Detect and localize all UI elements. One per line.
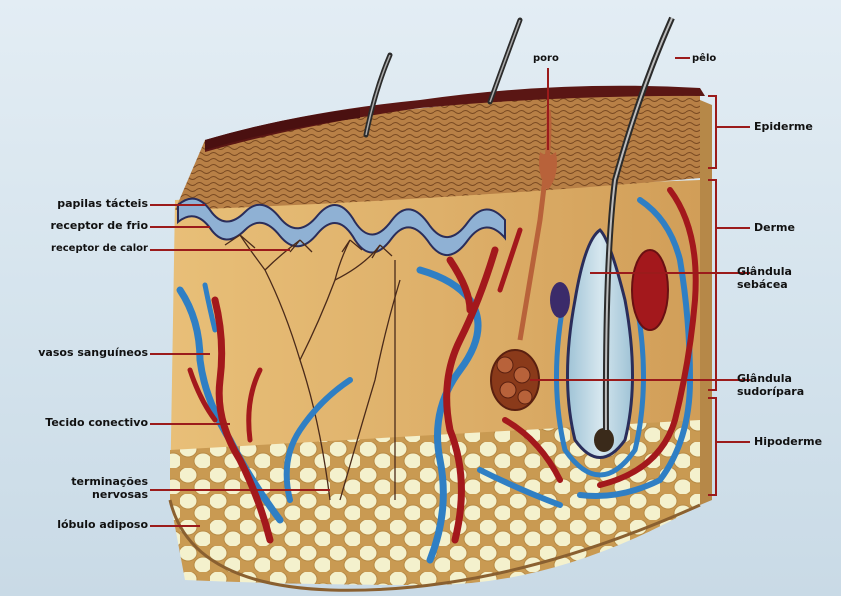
label-pore: poro <box>533 52 559 65</box>
label-fat-lobule: lóbulo adiposo <box>20 518 148 531</box>
label-sebaceous-gland: Glândula sebácea <box>737 265 792 291</box>
block-side-face <box>700 100 712 505</box>
label-blood-vessels: vasos sanguíneos <box>6 346 148 359</box>
label-sweat-gland: Glândula sudorípara <box>737 372 804 398</box>
label-heat-receptor: receptor de calor <box>6 242 148 255</box>
hair-bulb <box>594 428 614 452</box>
label-epidermis: Epiderme <box>754 120 813 133</box>
label-connective-tissue: Tecido conectivo <box>6 416 148 429</box>
label-nerve-line2: nervosas <box>20 488 148 501</box>
label-sebaceous-line1: Glândula <box>737 265 792 278</box>
label-nerve-line1: terminações <box>20 475 148 488</box>
label-hypodermis: Hipoderme <box>754 435 822 448</box>
label-nerve-endings: terminações nervosas <box>20 475 148 501</box>
label-cold-receptor: receptor de frio <box>20 219 148 232</box>
label-dermis: Derme <box>754 221 795 234</box>
sebaceous-gland <box>632 250 668 330</box>
layer-brackets <box>708 96 750 495</box>
label-hair: pêlo <box>692 52 716 65</box>
label-tactile-papilla: papilas tácteis <box>40 197 148 210</box>
label-sweat-line1: Glândula <box>737 372 804 385</box>
label-sweat-line2: sudorípara <box>737 385 804 398</box>
label-sebaceous-line2: sebácea <box>737 278 792 291</box>
